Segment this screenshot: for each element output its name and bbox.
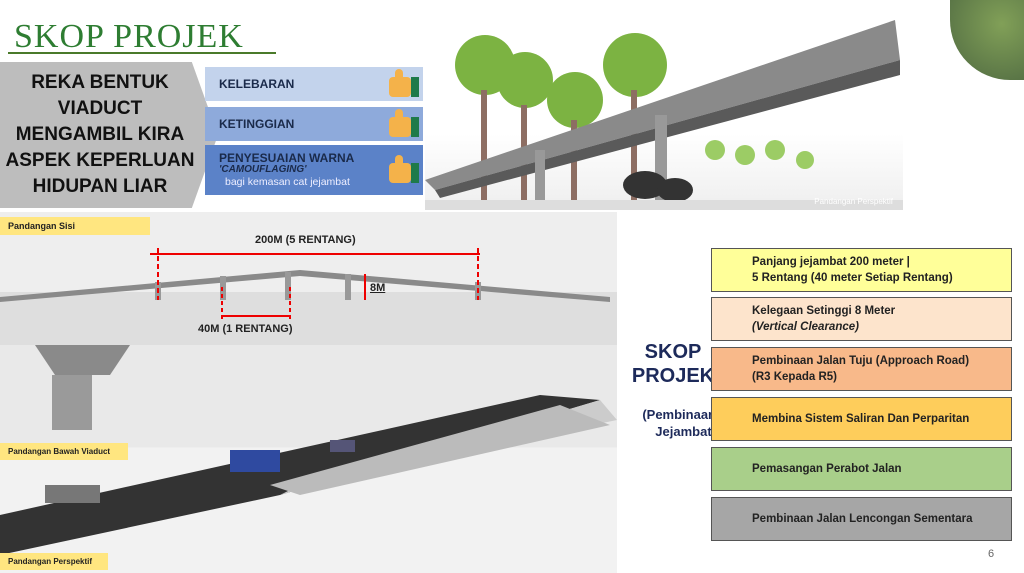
design-item-height: KETINGGIAN bbox=[205, 107, 423, 141]
scope-item-text: Membina Sistem Saliran Dan Perparitan bbox=[752, 413, 970, 425]
side-view-panel: Pandangan Sisi 200M (5 RENTANG) 40M (1 R… bbox=[0, 212, 617, 345]
leaf-decoration bbox=[950, 0, 1024, 80]
image-caption: Pandangan Perspektif bbox=[814, 197, 893, 206]
scope-subheading: (Pembinaan Jejambat) bbox=[642, 407, 716, 439]
slide-title: SKOP PROJEK bbox=[14, 18, 244, 55]
thumbs-up-icon bbox=[389, 69, 419, 99]
scope-item-text: Pemasangan Perabot Jalan bbox=[752, 463, 902, 475]
design-heading: REKA BENTUK VIADUCT MENGAMBIL KIRA ASPEK… bbox=[5, 72, 195, 197]
height-label: 8M bbox=[370, 282, 386, 294]
scope-item-text: (R3 Kepada R5) bbox=[752, 371, 837, 383]
scope-item-text: Pembinaan Jalan Tuju (Approach Road) bbox=[752, 355, 970, 367]
page-number: 6 bbox=[988, 548, 995, 560]
scope-item: Kelegaan Setinggi 8 Meter (Vertical Clear… bbox=[711, 297, 1012, 341]
side-view-label: Pandangan Sisi bbox=[0, 217, 150, 235]
design-item-label: KETINGGIAN bbox=[219, 117, 295, 131]
perspective-drawing bbox=[0, 345, 617, 555]
scope-heading: SKOP PROJEK bbox=[631, 341, 715, 387]
scope-item: Membina Sistem Saliran Dan Perparitan bbox=[711, 397, 1012, 441]
scope-item: Pembinaan Jalan Lencongan Sementara bbox=[711, 497, 1012, 541]
viaduct-illustration bbox=[425, 20, 903, 210]
design-item-note: bagi kemasan cat jejambat bbox=[225, 176, 350, 188]
scope-item: Panjang jejambat 200 meter | 5 Rentang (4… bbox=[711, 248, 1012, 292]
design-item-color: PENYESUAIAN WARNA 'CAMOUFLAGING' bagi ke… bbox=[205, 145, 423, 195]
thumbs-up-icon bbox=[389, 155, 419, 185]
side-view-drawing bbox=[0, 248, 610, 322]
viaduct-perspective-image: Pandangan Perspektif bbox=[425, 20, 903, 210]
scope-item-text: Pembinaan Jalan Lencongan Sementara bbox=[752, 513, 973, 525]
scope-item: Pemasangan Perabot Jalan bbox=[711, 447, 1012, 491]
design-item-label: KELEBARAN bbox=[219, 77, 295, 91]
scope-item-text: Panjang jejambat 200 meter | bbox=[752, 256, 910, 268]
scope-item-text: (Vertical Clearance) bbox=[752, 321, 859, 333]
scope-item-text: 5 Rentang (40 meter Setiap Rentang) bbox=[752, 272, 953, 284]
design-item-label: PENYESUAIAN WARNA bbox=[219, 151, 355, 165]
perspective-view-label: Pandangan Perspektif bbox=[0, 553, 108, 570]
scope-item: Pembinaan Jalan Tuju (Approach Road) (R3 … bbox=[711, 347, 1012, 391]
scope-item-text: Kelegaan Setinggi 8 Meter bbox=[752, 305, 896, 317]
total-span-label: 200M (5 RENTANG) bbox=[255, 234, 356, 246]
perspective-view-panel: Pandangan Bawah Viaduct Pandangan Perspe… bbox=[0, 345, 617, 573]
single-span-label: 40M (1 RENTANG) bbox=[198, 323, 293, 335]
title-underline bbox=[8, 52, 276, 54]
thumbs-up-icon bbox=[389, 109, 419, 139]
under-view-label: Pandangan Bawah Viaduct bbox=[0, 443, 128, 460]
design-item-sub: 'CAMOUFLAGING' bbox=[219, 164, 307, 175]
design-arrow-panel bbox=[0, 62, 218, 208]
design-item-width: KELEBARAN bbox=[205, 67, 423, 101]
